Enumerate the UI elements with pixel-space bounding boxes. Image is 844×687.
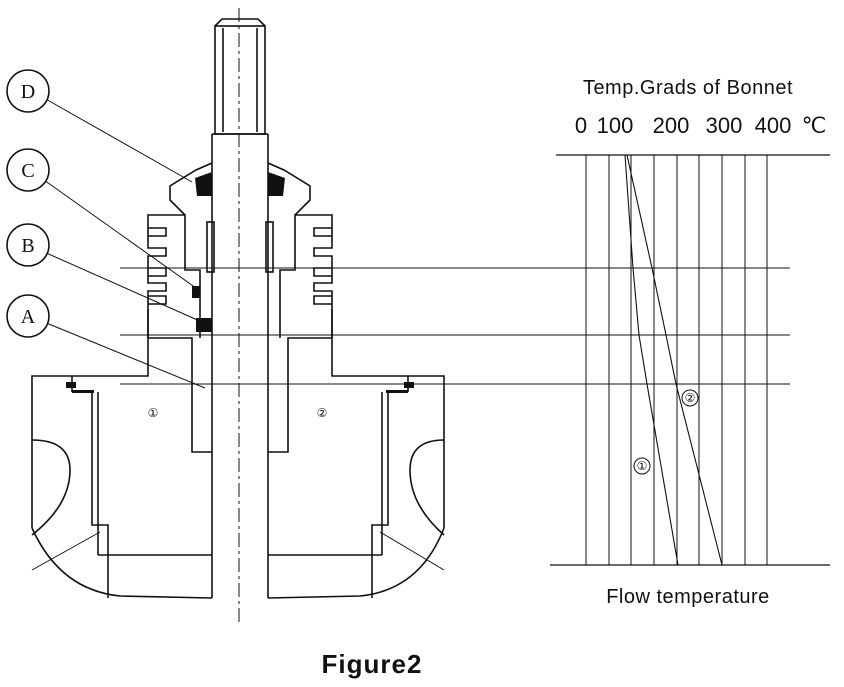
graph-xlabel: Flow temperature (606, 586, 770, 608)
gasket-right (404, 382, 414, 388)
callout-d: D (6, 69, 50, 113)
callout-a-label: A (21, 306, 36, 328)
callout-c: C (6, 148, 50, 192)
curve-labels: ② ① (633, 389, 699, 475)
graph-frame (550, 154, 830, 566)
temp-graph: Temp.Grads of Bonnet 0 100 200 300 400 ℃ (550, 77, 830, 608)
scale-tick-300: 300 (706, 113, 743, 138)
gasket-strip-left (72, 390, 94, 393)
cooling-fins (147, 214, 333, 453)
scale-tick-0: 0 (575, 113, 587, 138)
callout-d-label: D (21, 81, 35, 103)
scale-unit: ℃ (802, 113, 827, 138)
valve-section (31, 8, 790, 622)
zone-1-marker: ① (148, 406, 159, 420)
seal-d-left (195, 172, 212, 196)
gasket-left (66, 382, 76, 388)
callout-b-label: B (21, 235, 34, 257)
stem-thread (214, 18, 266, 135)
scale-ticks: 0 100 200 300 400 ℃ (575, 113, 826, 138)
seal-elements (66, 172, 414, 393)
seal-d-right (268, 172, 285, 196)
gasket-strip-right (386, 390, 408, 393)
gland-flange (169, 162, 311, 338)
callout-b: B (6, 223, 50, 267)
curve-2-label: ② (685, 391, 696, 405)
curve-1 (624, 154, 679, 566)
scale-tick-400: 400 (755, 113, 792, 138)
seal-c (192, 286, 200, 298)
curve-1-label: ① (637, 459, 648, 473)
scale-tick-100: 100 (597, 113, 634, 138)
callout-c-label: C (21, 160, 34, 182)
stem-shaft (211, 133, 269, 598)
zone-2-marker: ② (317, 406, 328, 420)
scale-tick-200: 200 (653, 113, 690, 138)
callout-leaders (43, 97, 206, 389)
curve-2 (626, 154, 723, 566)
callout-a: A (6, 294, 50, 338)
bonnet-neck (31, 310, 445, 528)
graph-gridlines (585, 155, 768, 565)
temperature-curves (624, 154, 723, 566)
valve-body (31, 376, 445, 599)
graph-title: Temp.Grads of Bonnet (583, 77, 793, 99)
figure-caption: Figure2 (322, 649, 423, 679)
